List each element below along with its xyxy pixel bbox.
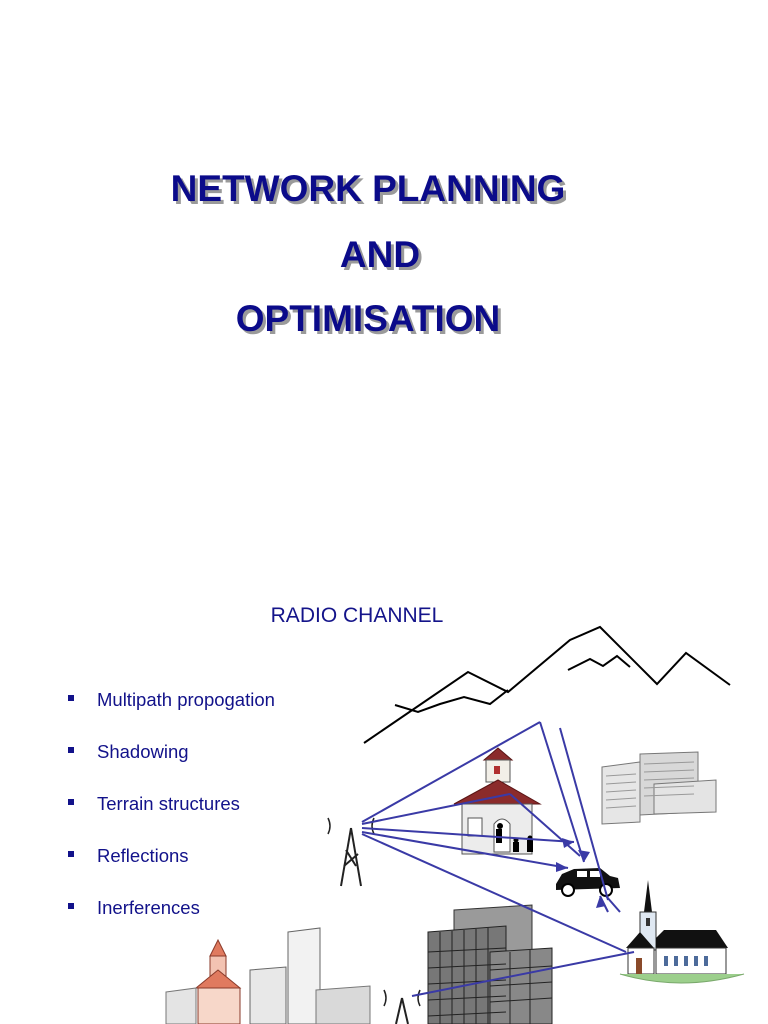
- bullet-text: Shadowing: [97, 741, 189, 762]
- list-item: Shadowing: [68, 740, 275, 792]
- title-line-3: OPTIMISATION: [235, 298, 501, 339]
- schoolhouse-icon: [453, 747, 542, 855]
- bullet-text: Multipath propogation: [97, 689, 275, 710]
- bullet-square-icon: [68, 695, 74, 701]
- bullet-square-icon: [68, 851, 74, 857]
- list-item: Multipath propogation: [68, 688, 275, 740]
- bullet-square-icon: [68, 799, 74, 805]
- bullet-text: Terrain structures: [97, 793, 240, 814]
- signal-arrowheads: [556, 838, 606, 908]
- bullet-list: Multipath propogation Shadowing Terrain …: [68, 688, 275, 948]
- radio-channel-slide: RADIO CHANNEL Multipath propogation Shad…: [0, 512, 768, 1024]
- small-church-icon: [194, 938, 242, 1024]
- bullet-text: Inerferences: [97, 897, 200, 918]
- radio-scene-illustration: [165, 625, 745, 1024]
- slide-heading: RADIO CHANNEL: [270, 604, 444, 627]
- title-line-1: NETWORK PLANNING: [170, 168, 566, 209]
- title-line-2: AND: [339, 234, 421, 275]
- office-buildings-icon: [601, 751, 717, 825]
- antenna-tower-icon: [383, 989, 421, 1024]
- church-icon: [619, 880, 745, 984]
- antenna-tower-icon: [327, 817, 375, 887]
- bullet-square-icon: [68, 903, 74, 909]
- list-item: Terrain structures: [68, 792, 275, 844]
- signal-paths: [361, 721, 635, 997]
- city-buildings-icon: [165, 904, 553, 1024]
- title-slide: NETWORK PLANNING AND OPTIMISATION: [170, 168, 566, 339]
- bullet-text: Reflections: [97, 845, 189, 866]
- mountains-icon: [363, 625, 731, 744]
- list-item: Inerferences: [68, 896, 275, 948]
- bullet-square-icon: [68, 747, 74, 753]
- list-item: Reflections: [68, 844, 275, 896]
- car-icon: [556, 868, 620, 897]
